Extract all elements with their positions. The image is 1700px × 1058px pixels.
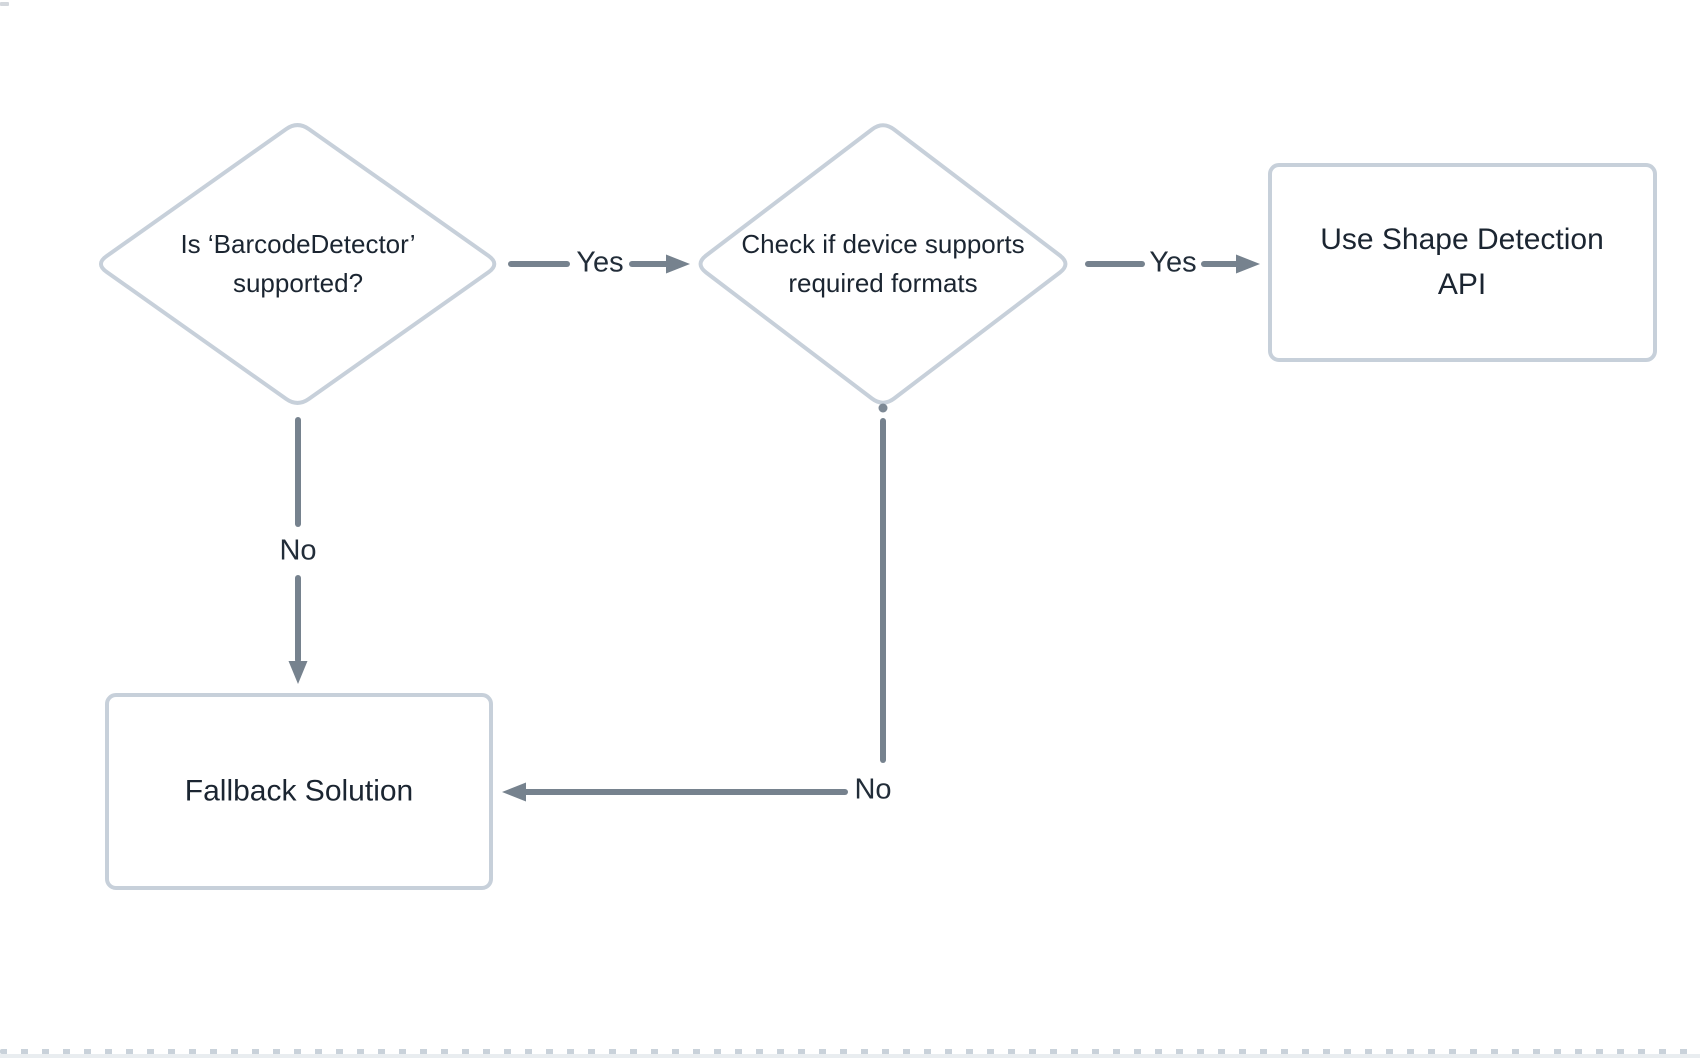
decision-diamond-barcode-supported[interactable] <box>98 123 497 405</box>
edge-yes2-label[interactable]: Yes <box>1149 246 1197 279</box>
edge-yes1-label[interactable]: Yes <box>576 246 624 279</box>
connector-endpoint-dot[interactable] <box>878 403 888 413</box>
edge-yes2-arrowhead-icon[interactable] <box>1236 254 1260 274</box>
edge-no2-arrowhead-icon[interactable] <box>502 782 526 802</box>
edge-no1-arrowhead-icon[interactable] <box>288 661 308 684</box>
process-box-use-shape-detection-api[interactable] <box>1268 163 1657 362</box>
canvas-grid-dots-strip <box>0 1049 1700 1054</box>
edge-no2-label[interactable]: No <box>854 773 892 806</box>
decision-diamond-device-formats[interactable] <box>698 123 1068 405</box>
edge-yes1-arrowhead-icon[interactable] <box>666 254 690 274</box>
canvas-bottom-band <box>0 1054 1700 1058</box>
canvas-edge-artifact <box>0 2 9 6</box>
process-box-fallback-solution[interactable] <box>105 693 493 890</box>
edge-no1-label[interactable]: No <box>279 534 317 567</box>
